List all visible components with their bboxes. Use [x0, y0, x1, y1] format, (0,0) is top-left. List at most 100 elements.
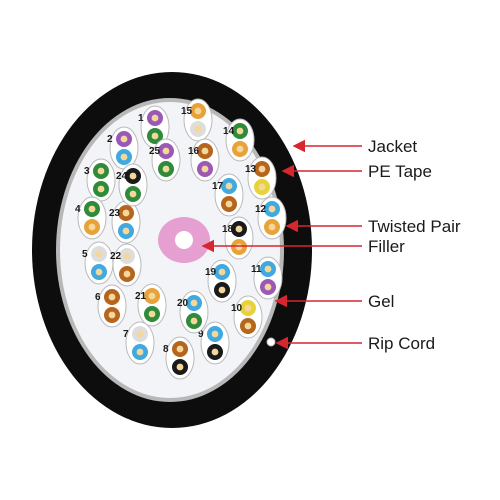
pair-wire-core — [235, 243, 243, 251]
pair-wire-core — [120, 153, 128, 161]
pair-number-label: 5 — [82, 249, 88, 260]
pair-wire-core — [225, 182, 233, 190]
pair-wire-core — [148, 292, 156, 300]
twisted-pair-19: 19 — [205, 259, 237, 303]
twisted-pair-label: Twisted Pair — [368, 217, 461, 236]
pair-number-label: 10 — [231, 303, 243, 314]
pair-number-label: 7 — [123, 329, 129, 340]
pair-wire-core — [88, 223, 96, 231]
pair-wire-core — [123, 270, 131, 278]
pair-number-label: 19 — [205, 267, 217, 278]
pair-wire-core — [218, 286, 226, 294]
pair-wire-core — [211, 330, 219, 338]
pair-wire-core — [97, 185, 105, 193]
pair-wire-core — [148, 310, 156, 318]
pair-wire-core — [190, 317, 198, 325]
pair-wire-core — [162, 165, 170, 173]
pair-wire-core — [235, 225, 243, 233]
pair-wire-core — [194, 125, 202, 133]
twisted-pair-7: 7 — [123, 321, 155, 365]
pair-number-label: 12 — [255, 204, 267, 215]
pair-wire-core — [268, 223, 276, 231]
pair-wire-core — [108, 293, 116, 301]
pair-wire-core — [201, 147, 209, 155]
twisted-pair-21: 21 — [135, 283, 167, 327]
rip-cord-dot — [266, 337, 276, 347]
twisted-pair-9: 9 — [198, 321, 230, 365]
pair-number-label: 18 — [222, 224, 234, 235]
pair-wire-core — [264, 283, 272, 291]
pair-wire-core — [151, 114, 159, 122]
twisted-pair-18: 18 — [222, 216, 254, 260]
twisted-pair-14: 14 — [223, 118, 255, 162]
pair-number-label: 9 — [198, 329, 204, 340]
pair-number-label: 4 — [75, 204, 81, 215]
pair-wire-core — [244, 322, 252, 330]
twisted-pair-13: 13 — [245, 156, 277, 200]
pair-wire-core — [95, 268, 103, 276]
pair-number-label: 21 — [135, 291, 147, 302]
pair-wire-core — [95, 250, 103, 258]
pair-wire-core — [236, 145, 244, 153]
pair-number-label: 14 — [223, 126, 235, 137]
twisted-pair-1: 1 — [138, 105, 170, 149]
twisted-pair-6: 6 — [95, 284, 127, 328]
pair-number-label: 22 — [110, 251, 122, 262]
twisted-pair-5: 5 — [82, 241, 114, 285]
pair-wire-core — [244, 304, 252, 312]
pair-wire-core — [162, 147, 170, 155]
pair-number-label: 3 — [84, 166, 90, 177]
pair-number-label: 6 — [95, 292, 101, 303]
twisted-pair-12: 12 — [255, 196, 287, 240]
pair-wire-core — [258, 165, 266, 173]
pair-wire-core — [97, 167, 105, 175]
twisted-pair-4: 4 — [75, 196, 107, 240]
pair-wire-core — [264, 265, 272, 273]
pair-number-label: 13 — [245, 164, 257, 175]
pair-wire-core — [136, 330, 144, 338]
pair-wire-core — [201, 165, 209, 173]
pair-number-label: 15 — [181, 106, 193, 117]
twisted-pair-17: 17 — [212, 173, 244, 217]
pair-wire-core — [236, 127, 244, 135]
twisted-pair-15: 15 — [181, 98, 213, 142]
pair-wire-core — [211, 348, 219, 356]
filler-label: Filler — [368, 237, 405, 256]
pair-wire-core — [194, 107, 202, 115]
pair-wire-core — [151, 132, 159, 140]
pair-number-label: 16 — [188, 146, 200, 157]
twisted-pair-11: 11 — [251, 256, 283, 300]
pair-number-label: 23 — [109, 208, 121, 219]
pair-wire-core — [268, 205, 276, 213]
pair-number-label: 8 — [163, 344, 169, 355]
twisted-pair-16: 16 — [188, 138, 220, 182]
pair-number-label: 25 — [149, 146, 161, 157]
pe-tape-label: PE Tape — [368, 162, 432, 181]
pair-wire-core — [258, 183, 266, 191]
pair-number-label: 24 — [116, 171, 128, 182]
pair-wire-core — [129, 172, 137, 180]
pair-wire-core — [129, 190, 137, 198]
filler-core — [175, 231, 193, 249]
pair-wire-core — [108, 311, 116, 319]
twisted-pairs-group: 1234567891011121314151617181920212223242… — [75, 98, 287, 380]
rip-cord-label: Rip Cord — [368, 334, 435, 353]
pair-number-label: 11 — [251, 264, 262, 275]
pair-wire-core — [225, 200, 233, 208]
pair-wire-core — [122, 227, 130, 235]
pair-wire-core — [88, 205, 96, 213]
twisted-pair-3: 3 — [84, 158, 116, 202]
twisted-pair-25: 25 — [149, 138, 181, 182]
pair-number-label: 20 — [177, 298, 189, 309]
pair-wire-core — [123, 252, 131, 260]
jacket-label: Jacket — [368, 137, 417, 156]
pair-number-label: 1 — [138, 113, 144, 124]
pair-wire-core — [136, 348, 144, 356]
pair-wire-core — [176, 363, 184, 371]
twisted-pair-22: 22 — [110, 243, 142, 287]
pair-wire-core — [176, 345, 184, 353]
pair-wire-core — [120, 135, 128, 143]
twisted-pair-23: 23 — [109, 200, 141, 244]
pair-wire-core — [190, 299, 198, 307]
